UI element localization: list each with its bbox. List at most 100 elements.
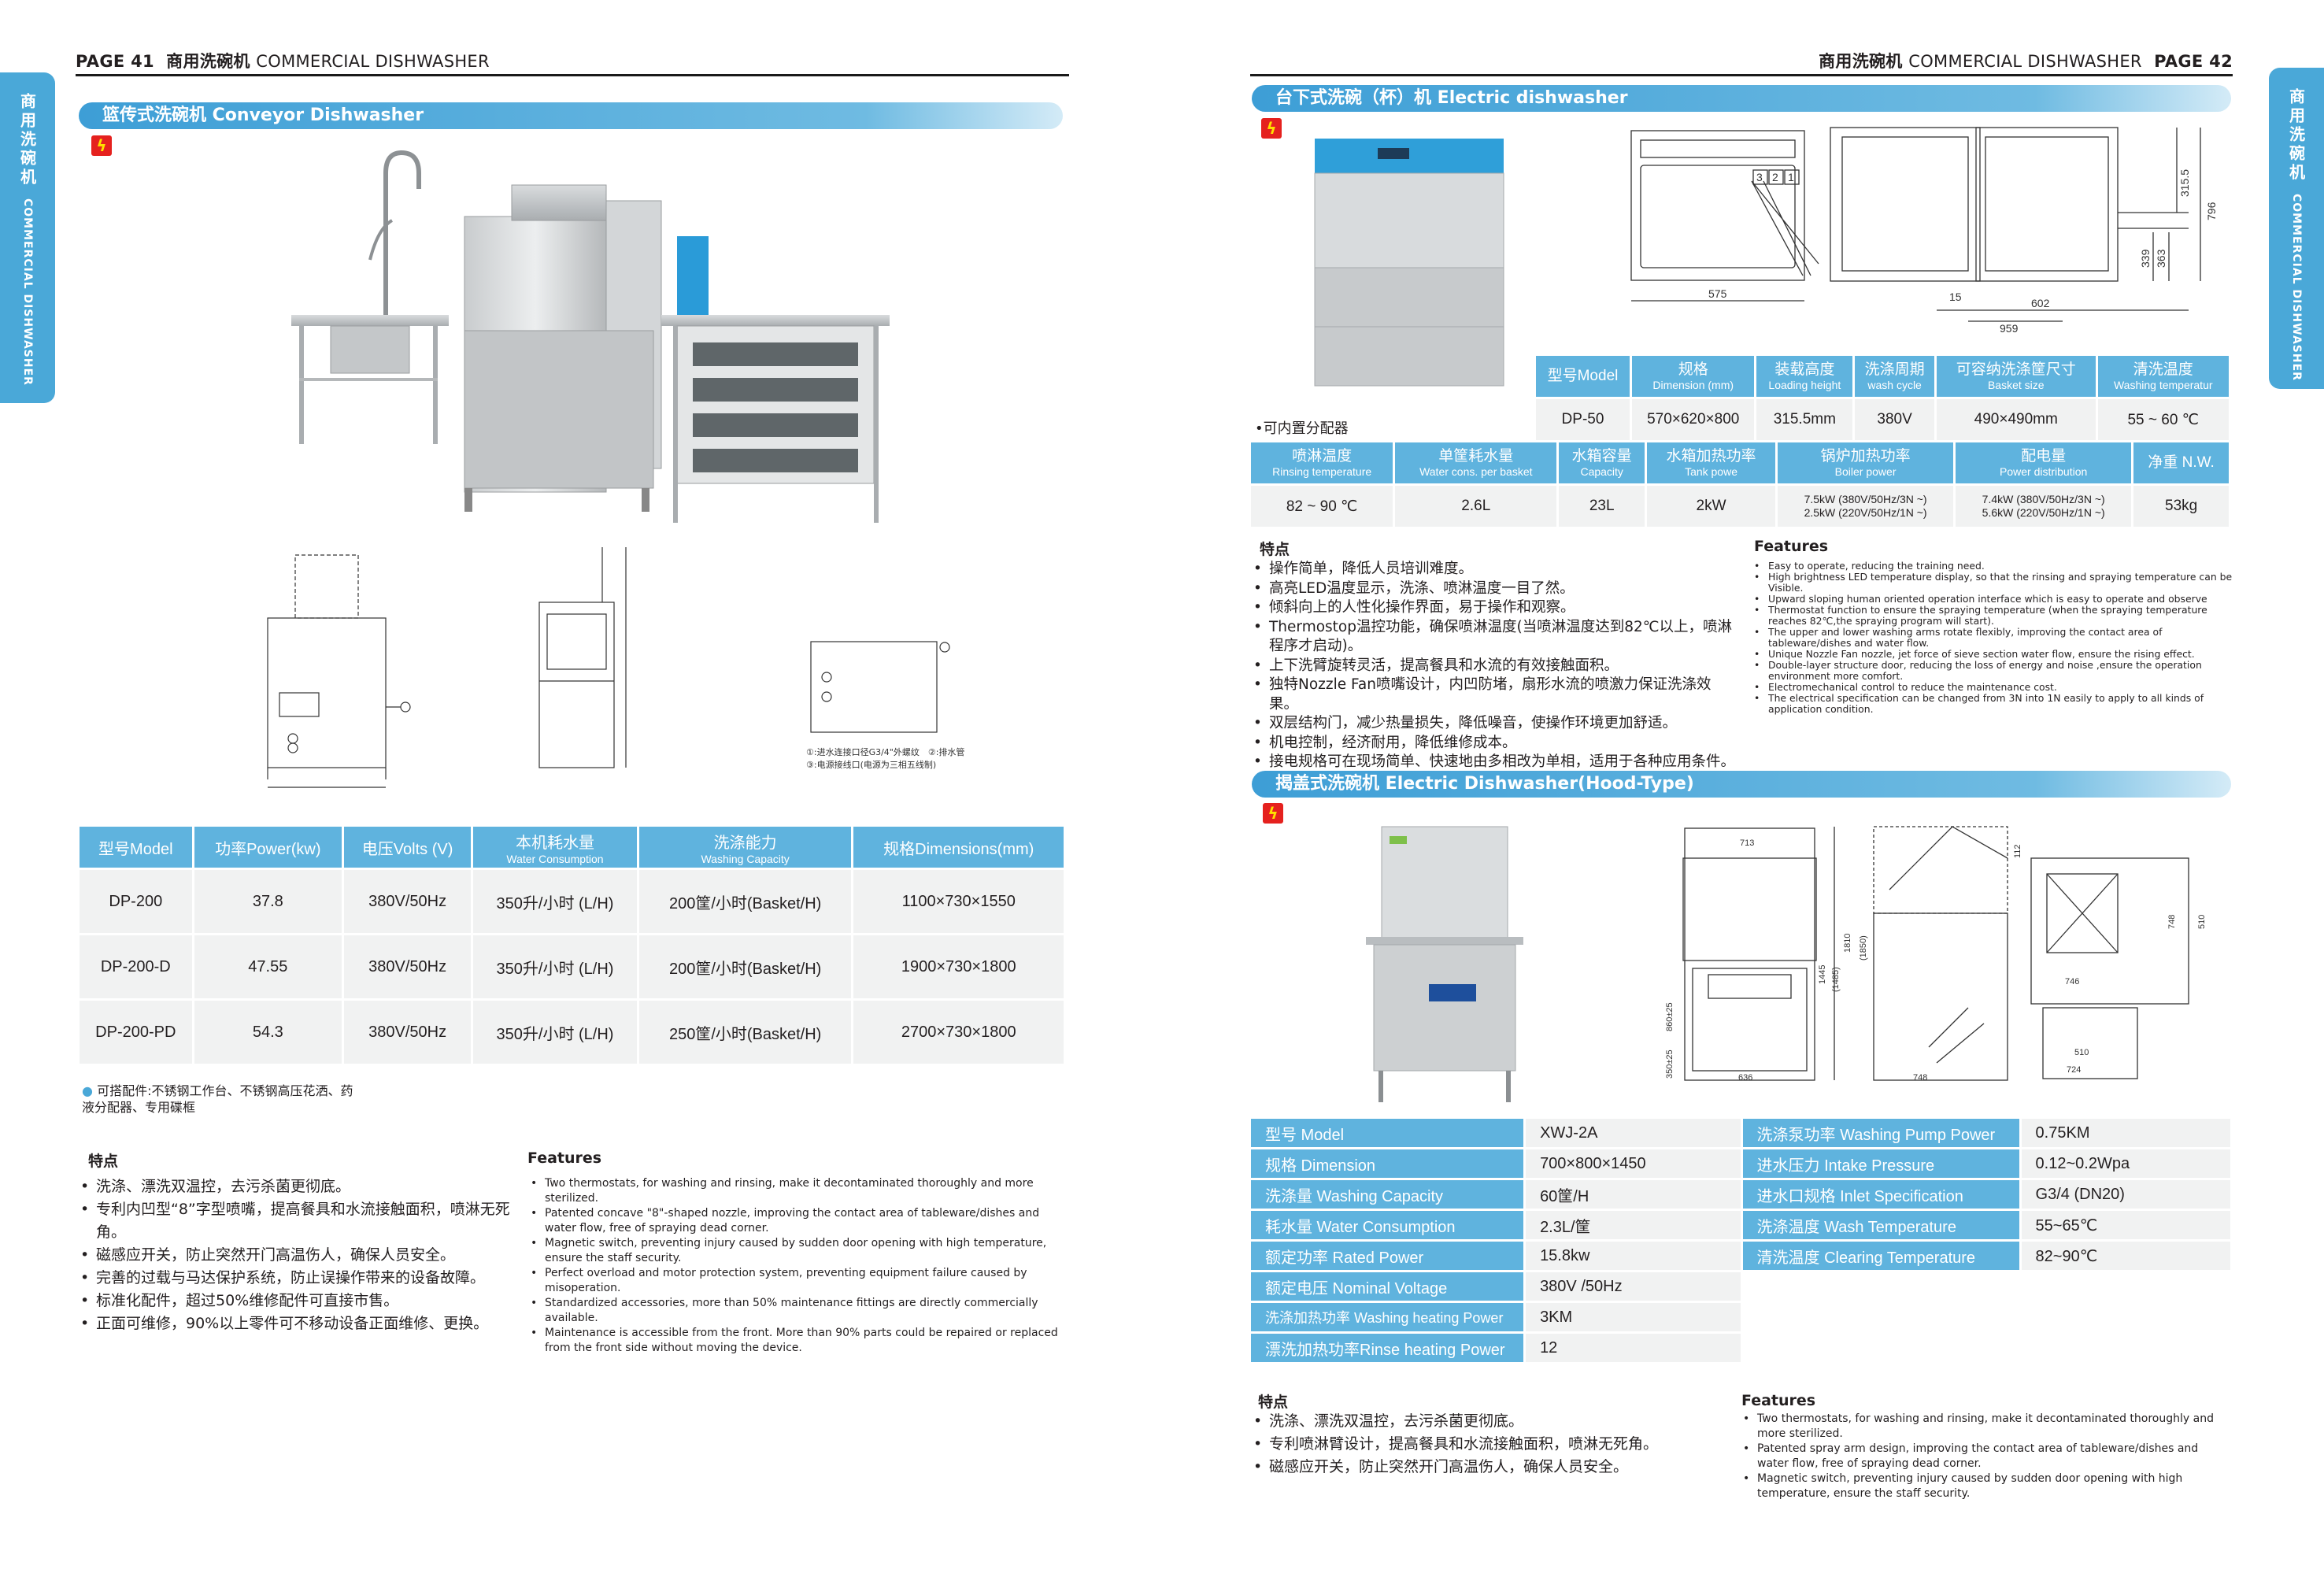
features-en-list: Two thermostats, for washing and rinsing…: [529, 1176, 1072, 1356]
header-sub: Water cons. per basket: [1419, 465, 1533, 478]
table-cell: 47.55: [194, 935, 342, 998]
header-main: 锅炉加热功率: [1820, 448, 1911, 465]
table-cell: 7.4kW (380V/50Hz/3N ~)5.6kW (220V/50Hz/1…: [1956, 486, 2132, 527]
undercounter-technical-drawings: 575 602 959 15 3 2 1 315.5 796 339 363: [1630, 127, 2218, 335]
hood-technical-drawings: 713 636 748 746 724 510 112 1445 (1485) …: [1665, 826, 2207, 1083]
spec-label: 洗涤量 Washing Capacity: [1251, 1180, 1524, 1209]
conveyor-dishwasher-photo: [291, 150, 890, 523]
lightning-icon: ϟ: [1263, 803, 1283, 824]
header-sub: Water Consumption: [506, 852, 604, 865]
table-header-cell: 型号Model: [80, 827, 192, 868]
features-cn-list: 操作简单，降低人员培训难度。高亮LED温度显示，洗涤、喷淋温度一目了然。倾斜向上…: [1252, 560, 1740, 772]
right-header-rule: [1250, 74, 2233, 76]
page-number: PAGE 41: [76, 52, 154, 71]
table-cell: 37.8: [194, 870, 342, 933]
accessory-note-text: 可搭配件:不锈钢工作台、不锈钢高压花洒、药液分配器、专用碟框: [82, 1083, 353, 1115]
table-header-cell: 电压Volts (V): [344, 827, 472, 868]
section-title-hood: 揭盖式洗碗机 Electric Dishwasher(Hood-Type): [1252, 771, 2231, 798]
list-item: 专利内凹型“8”字型喷嘴，提高餐具和水流接触面积，喷淋无死角。: [79, 1198, 520, 1244]
list-item: Thermostop温控功能，确保喷淋温度(当喷淋温度达到82℃以上，喷淋程序才…: [1252, 618, 1740, 657]
spec-label: 耗水量 Water Consumption: [1251, 1211, 1524, 1239]
spec-value: [2021, 1303, 2230, 1331]
header-main: 清洗温度: [2133, 361, 2193, 378]
features-en-title: Features: [1754, 538, 1829, 555]
dim-1485: (1485): [1831, 967, 1841, 992]
dim-636: 636: [1738, 1073, 1752, 1083]
drawing-notes: ①:进水连接口径G3/4"外螺纹 ②:排水管 ③:电源接线口(电源为三相五线制): [806, 746, 964, 772]
list-item: Electromechanical control to reduce the …: [1752, 682, 2233, 694]
list-item: Two thermostats, for washing and rinsing…: [1741, 1412, 2230, 1442]
list-item: 磁感应开关，防止突然开门高温伤人，确保人员安全。: [79, 1244, 520, 1267]
table-cell: 2.6L: [1395, 486, 1557, 527]
list-item: 标准化配件，超过50%维修配件可直接市售。: [79, 1290, 520, 1312]
table-cell: 250筐/小时(Basket/H): [638, 1001, 852, 1064]
features-cn-title: 特点: [1260, 541, 1290, 558]
spec-label: 清洗温度 Clearing Temperature: [1742, 1242, 2019, 1270]
dim-575: 575: [1708, 287, 1727, 300]
header-main: 配电量: [2021, 448, 2067, 465]
dim-796: 796: [2205, 202, 2218, 220]
callout-2: 2: [1772, 171, 1778, 183]
header-title-en: COMMERCIAL DISHWASHER: [1908, 52, 2142, 71]
header-main: 规格: [1678, 361, 1708, 378]
spec-value: [2021, 1272, 2230, 1301]
table-header-cell: 规格Dimensions(mm): [853, 827, 1064, 868]
dim-748-vertical: 748: [2167, 915, 2177, 929]
list-item: Unique Nozzle Fan nozzle, jet force of s…: [1752, 649, 2233, 661]
table-cell: 380V/50Hz: [344, 1001, 472, 1064]
section-title-conveyor: 篮传式洗碗机 Conveyor Dishwasher: [79, 102, 1063, 129]
dim-339: 339: [2139, 249, 2152, 268]
undercounter-dishwasher-photo: [1314, 139, 1504, 387]
features-en-list: Easy to operate, reducing the training n…: [1752, 561, 2233, 715]
spec-label: 进水压力 Intake Pressure: [1742, 1149, 2019, 1178]
dim-112: 112: [2013, 844, 2022, 858]
table-cell: 570×620×800: [1631, 399, 1755, 440]
table-cell: 315.5mm: [1756, 399, 1853, 440]
list-item: Double-layer structure door, reducing th…: [1752, 660, 2233, 682]
header-main: 净重 N.W.: [2148, 454, 2215, 471]
table-header-cell: 净重 N.W.: [2133, 442, 2229, 483]
table-header-cell: 型号Model: [1536, 356, 1630, 397]
dim-1850: (1850): [1859, 935, 1868, 961]
dispenser-note: •可内置分配器: [1255, 420, 1349, 437]
header-main: 单筐耗水量: [1438, 448, 1514, 465]
features-cn-title: 特点: [88, 1153, 119, 1170]
header-main: 洗涤周期: [1864, 361, 1925, 378]
side-tab-cn: 商用洗碗机: [2286, 88, 2306, 183]
spec-value: 700×800×1450: [1526, 1149, 1741, 1178]
features-en-title: Features: [1741, 1392, 1816, 1409]
table-cell: 7.5kW (380V/50Hz/3N ~)2.5kW (220V/50Hz/1…: [1778, 486, 1954, 527]
header-main: 装载高度: [1774, 361, 1835, 378]
header-main: 洗涤能力: [713, 834, 777, 852]
table-cell: 55 ~ 60 ℃: [2097, 399, 2229, 440]
table-cell: 53kg: [2133, 486, 2229, 527]
list-item: 洗涤、漂洗双温控，去污杀菌更彻底。: [79, 1175, 520, 1198]
table-cell: 200筐/小时(Basket/H): [638, 870, 852, 933]
header-sub: Power distribution: [2000, 465, 2088, 478]
dim-510: 510: [2074, 1048, 2089, 1057]
list-item: Maintenance is accessible from the front…: [529, 1326, 1072, 1356]
table-cell: 380V/50Hz: [344, 870, 472, 933]
spec-value: 82~90℃: [2021, 1242, 2230, 1270]
lightning-icon: ϟ: [91, 135, 112, 156]
side-tab-en: COMMERCIAL DISHWASHER: [21, 198, 34, 386]
list-item: 磁感应开关，防止突然开门高温伤人，确保人员安全。: [1252, 1456, 1740, 1479]
side-tab-en: COMMERCIAL DISHWASHER: [2290, 194, 2303, 381]
header-sub: Capacity: [1580, 465, 1623, 478]
dim-363: 363: [2155, 249, 2167, 268]
table-cell: DP-200-D: [80, 935, 192, 998]
header-main: 本机耗水量: [516, 834, 594, 852]
list-item: Two thermostats, for washing and rinsing…: [529, 1176, 1072, 1206]
table-cell: 54.3: [194, 1001, 342, 1064]
spec-label: [1742, 1334, 2019, 1362]
